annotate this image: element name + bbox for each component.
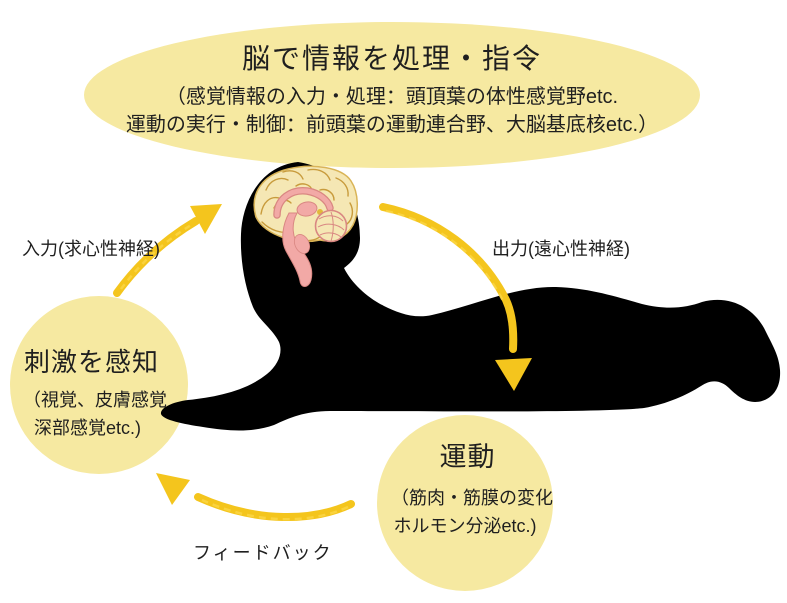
stimulus-bubble-subtitle-1: （視覚、皮膚感覚 (23, 390, 167, 410)
output-arrowhead (495, 358, 532, 391)
process-bubble-subtitle-1: （感覚情報の入力・処理：頭頂葉の体性感覚野etc. (165, 86, 619, 108)
motion-bubble-subtitle-1: （筋肉・筋膜の変化 (391, 488, 553, 508)
brain-cerebellum (314, 209, 348, 243)
input-arrow-texture (119, 222, 194, 290)
process-bubble-subtitle-2: 運動の実行・制御：前頭葉の運動連合野、大脳基底核etc.） (125, 114, 659, 136)
output-arrow (379, 203, 532, 391)
input-arrowhead (190, 204, 222, 234)
input-arrow-label: 入力(求心性神経) (22, 239, 160, 259)
stimulus-bubble-shape (10, 296, 188, 474)
motion-bubble-shape (377, 415, 553, 591)
output-arrow-shaft (379, 203, 518, 353)
feedback-arrow (156, 473, 355, 522)
motion-bubble-subtitle-2: ホルモン分泌etc.) (393, 516, 537, 536)
feedback-arrowhead (156, 473, 190, 505)
motion-bubble-title: 運動 (439, 442, 496, 472)
stimulus-bubble-subtitle-2: 深部感覚etc.) (33, 418, 141, 438)
process-bubble-title: 脳で情報を処理・指令 (241, 43, 542, 74)
input-arrow (113, 204, 222, 297)
process-bubble-shape (84, 22, 700, 168)
brain-thalamus (296, 201, 318, 217)
stimulus-bubble-title: 刺激を感知 (23, 347, 159, 377)
output-arrow-label: 出力(遠心性神経) (492, 239, 630, 259)
brain-corpus-callosum-inner (274, 188, 333, 218)
feedback-arrow-texture (201, 498, 349, 521)
output-arrow-texture (385, 209, 505, 302)
feedback-arrow-label: フィードバック (193, 543, 333, 563)
feedback-arrow-shaft (194, 493, 355, 522)
brain-pons (293, 234, 311, 254)
brain-illustration (253, 165, 358, 287)
